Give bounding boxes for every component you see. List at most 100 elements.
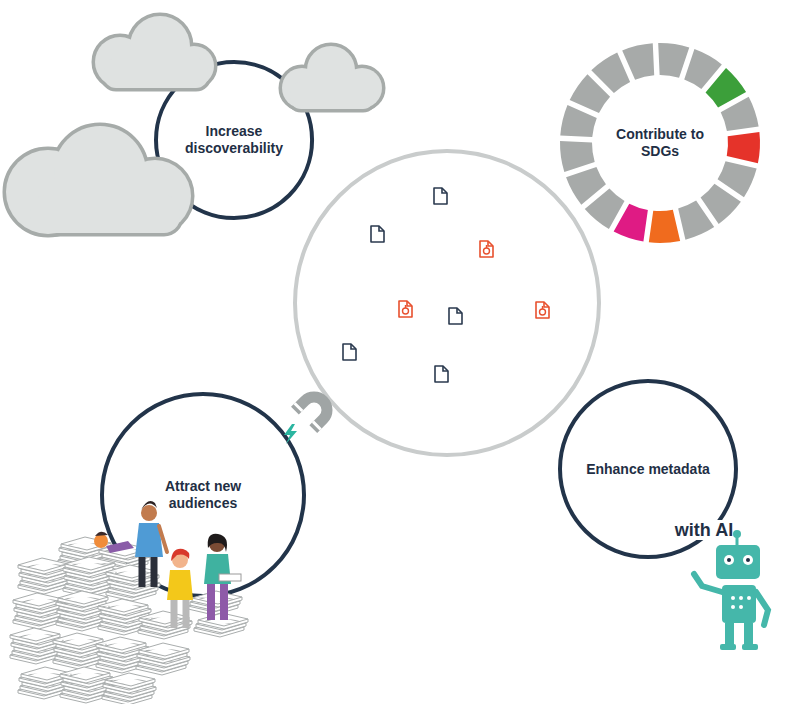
- paper-stacks: [56, 637, 106, 653]
- sdg-ring-node: Contribute to SDGs: [560, 43, 760, 243]
- people-illustration: [211, 584, 224, 620]
- paper-stacks: [21, 562, 71, 578]
- paper-stacks: [53, 653, 103, 669]
- paper-stacks: [196, 617, 246, 633]
- robot-illustration: [731, 605, 735, 609]
- robot-illustration: [742, 644, 758, 650]
- cloud: [30, 195, 180, 233]
- document-icon: [435, 366, 448, 382]
- robot-illustration: [694, 574, 722, 592]
- open-access-document-icon: [399, 301, 412, 317]
- cloud: [6, 150, 90, 234]
- node-label: Increase discoverability: [164, 123, 304, 157]
- paper-stacks: [14, 640, 64, 656]
- paper-stacks: [140, 619, 190, 635]
- paper-stacks: [55, 649, 105, 665]
- paper-stacks: [101, 603, 151, 619]
- paper-stacks: [13, 613, 63, 629]
- paper-stacks: [137, 647, 187, 663]
- paper-stacks: [140, 651, 190, 667]
- paper-stacks: [188, 599, 238, 615]
- paper-stacks: [100, 649, 150, 665]
- robot-illustration: [720, 644, 736, 650]
- sdg-segment: [706, 68, 747, 108]
- circle-border: [156, 62, 312, 218]
- paper-stacks: [22, 570, 72, 586]
- paper-stacks: [63, 671, 113, 687]
- paper-stacks: [21, 667, 71, 683]
- cloud: [290, 82, 374, 109]
- node-label: Contribute to SDGs: [608, 126, 712, 160]
- cloud: [104, 58, 208, 88]
- spark-icon: [284, 424, 297, 444]
- circle-node: Enhance metadatawith AI: [558, 379, 738, 559]
- magnet-icon: [295, 392, 332, 429]
- cloud: [282, 68, 322, 108]
- robot-illustration: [733, 530, 741, 538]
- robot-illustration: [739, 605, 743, 609]
- robot-illustration: [722, 585, 756, 623]
- people-illustration: [94, 501, 241, 628]
- paper-stacks: [105, 673, 155, 689]
- cloud: [307, 46, 355, 94]
- cloud: [174, 46, 214, 86]
- robot-illustration: [694, 530, 768, 650]
- robot-illustration: [725, 623, 734, 647]
- paper-stacks: [22, 675, 72, 691]
- paper-stacks: [65, 557, 115, 573]
- people-illustration: [204, 554, 231, 584]
- paper-stacks: [58, 611, 108, 627]
- sdg-segment: [560, 141, 595, 172]
- paper-stacks: [10, 537, 248, 704]
- people-illustration: [95, 532, 108, 536]
- paper-stacks: [99, 607, 149, 623]
- paper-stacks: [15, 609, 65, 625]
- robot-illustration: [731, 596, 735, 600]
- paper-stacks: [97, 645, 147, 661]
- cloud: [119, 160, 191, 232]
- paper-stacks: [192, 591, 242, 607]
- document-icon: [449, 308, 462, 324]
- people-illustration: [159, 526, 167, 552]
- people-illustration: [106, 541, 134, 553]
- people-illustration: [167, 570, 193, 600]
- cloud: [95, 37, 145, 87]
- sdg-segments: [560, 43, 760, 243]
- cloud: [6, 16, 382, 234]
- cloud: [174, 46, 214, 86]
- paper-stacks: [136, 659, 186, 675]
- open-access-document-icon: [399, 241, 549, 318]
- paper-stacks: [58, 591, 108, 607]
- paper-stacks: [56, 595, 106, 611]
- people-illustration: [171, 549, 189, 561]
- people-illustration: [172, 552, 188, 568]
- paper-stacks: [98, 599, 148, 615]
- paper-stacks: [198, 613, 248, 629]
- paper-stacks: [61, 537, 111, 553]
- paper-stacks: [14, 601, 64, 617]
- circle-border: [560, 381, 736, 557]
- cloud: [6, 16, 382, 234]
- paper-stacks: [54, 641, 104, 657]
- paper-stacks: [58, 553, 108, 569]
- paper-stacks: [99, 641, 149, 657]
- paper-stacks: [190, 595, 240, 611]
- robot-illustration: [724, 555, 734, 565]
- robot-illustration: [747, 596, 751, 600]
- document-icon: [343, 188, 462, 382]
- cloud: [6, 16, 382, 234]
- paper-stacks: [107, 573, 157, 589]
- cloud: [54, 126, 146, 218]
- robot-illustration: [746, 558, 750, 562]
- paper-stacks: [12, 644, 62, 660]
- robot-illustration: [736, 536, 739, 545]
- paper-stacks: [56, 615, 106, 631]
- paper-stacks: [13, 632, 63, 648]
- node-label: Enhance metadata: [586, 461, 710, 478]
- paper-stacks: [64, 679, 114, 695]
- people-illustration: [142, 557, 154, 587]
- paper-stacks: [60, 607, 110, 623]
